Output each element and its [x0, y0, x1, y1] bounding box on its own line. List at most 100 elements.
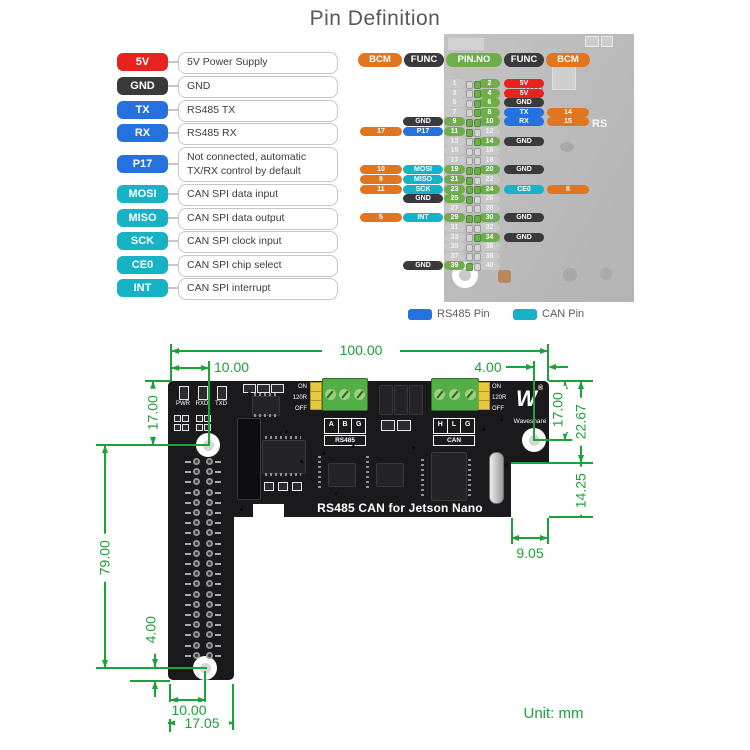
- pad: [196, 424, 203, 431]
- legend-badge-mosi: MOSI: [117, 185, 168, 203]
- pin-number-30: 30: [479, 213, 500, 223]
- pin-number-35: 35: [444, 242, 465, 252]
- pin-number-34: 34: [479, 232, 500, 242]
- dim-bar-width: 17.05: [175, 715, 229, 733]
- silkscreen-mark: [185, 644, 191, 647]
- via: [285, 430, 288, 433]
- can-pin-swatch-label: CAN Pin: [542, 308, 585, 320]
- can-pin-swatch: [513, 309, 537, 320]
- legend-connector: [168, 85, 178, 87]
- header-pad: [206, 458, 213, 465]
- pin-pad: [466, 262, 473, 271]
- pin-number-17: 17: [444, 155, 465, 165]
- silkscreen-mark: [215, 461, 221, 463]
- header-pad: [193, 570, 200, 578]
- pad: [292, 482, 302, 491]
- header-pad: [206, 529, 213, 537]
- pin-number-28: 28: [479, 203, 500, 213]
- silkscreen-mark: [185, 501, 191, 504]
- header-pad: [193, 611, 200, 618]
- dim-hole-right-offset: 4.00: [470, 359, 506, 377]
- dim-line: [154, 647, 156, 667]
- dim-line: [547, 518, 549, 544]
- pin-header-bcm: BCM: [358, 53, 402, 67]
- pad-column: [468, 458, 471, 496]
- dim-arrow: [201, 364, 209, 371]
- silkscreen-mark: [185, 542, 191, 545]
- silkscreen-mark: [185, 461, 191, 463]
- dim-line: [511, 462, 593, 464]
- dim-line: [170, 344, 172, 381]
- pin-func-rx: RX: [504, 117, 544, 127]
- dim-arrow: [561, 381, 568, 389]
- legend-connector: [168, 109, 178, 111]
- pin-number-24: 24: [479, 184, 500, 194]
- header-pad: [193, 458, 200, 465]
- pin-func-tx: TX: [504, 107, 544, 117]
- ic-pins: [265, 473, 301, 476]
- pin-pad: [466, 128, 473, 137]
- header-pad: [193, 468, 200, 476]
- pin-pad: [466, 243, 473, 252]
- pin-pad: [466, 186, 473, 195]
- dim-arrow: [151, 681, 158, 689]
- silkscreen-mark: [215, 614, 221, 616]
- pin-pad: [466, 224, 473, 233]
- dim-total-width: 100.00: [322, 342, 400, 360]
- pin-bcm-8: 8: [547, 184, 589, 194]
- silkscreen-mark: [215, 501, 221, 504]
- rs485-jumper: [310, 400, 322, 410]
- header-pad: [206, 580, 213, 588]
- legend-connector: [168, 132, 178, 134]
- photo-hole: [560, 142, 574, 152]
- pad: [174, 424, 181, 431]
- legend-connector: [168, 61, 178, 63]
- pin-pad: [474, 80, 481, 89]
- pin-func-gnd: GND: [403, 261, 443, 271]
- pin-bcm-11: 11: [360, 184, 402, 194]
- rs485-pin-b: B: [338, 419, 352, 433]
- pin-pad: [474, 205, 481, 214]
- pin-number-9: 9: [444, 117, 465, 127]
- silkscreen-mark: [215, 563, 221, 565]
- header-pad: [206, 631, 213, 639]
- capacitor: [257, 384, 270, 393]
- silkscreen-mark: [215, 552, 221, 555]
- pcb-corner-notch: [511, 462, 551, 519]
- pin-pad: [474, 176, 481, 185]
- pin-pad: [466, 205, 473, 214]
- dim-arrow: [526, 363, 534, 370]
- legend-desc-ce0: CAN SPI chip select: [178, 255, 338, 277]
- dim-arrow: [548, 363, 556, 370]
- page-title: Pin Definition: [309, 7, 441, 30]
- pin-func-gnd: GND: [504, 213, 544, 223]
- registered-mark-icon: ®: [538, 385, 544, 392]
- header-pad: [193, 651, 200, 659]
- rs485-jumper-off-label: OFF: [295, 406, 307, 412]
- silkscreen-mark: [215, 471, 221, 474]
- dim-line: [232, 684, 234, 730]
- legend-connector: [168, 193, 178, 195]
- pad: [182, 424, 189, 431]
- can-pin-g: G: [461, 419, 474, 433]
- dim-arrow: [171, 364, 179, 371]
- ic-pins: [254, 414, 276, 417]
- pad: [174, 415, 181, 422]
- header-pad: [193, 539, 200, 547]
- can-terminal-label: CAN: [433, 435, 475, 446]
- header-pad: [193, 478, 200, 486]
- dim-notch-width: 9.05: [506, 545, 554, 563]
- led-txd: [217, 386, 227, 400]
- pin-number-27: 27: [444, 203, 465, 213]
- ic-pins: [265, 436, 301, 439]
- pin-pad: [474, 253, 481, 262]
- dim-line: [154, 681, 156, 697]
- dim-right-upper: 22.67: [572, 397, 590, 446]
- via: [412, 446, 415, 449]
- pin-func-miso: MISO: [403, 175, 443, 184]
- pin-pad: [474, 157, 481, 166]
- pin-pad: [474, 195, 481, 204]
- pin-number-21: 21: [444, 175, 465, 184]
- rs485-terminal-label: RS485: [324, 435, 366, 446]
- header-pad: [193, 529, 200, 537]
